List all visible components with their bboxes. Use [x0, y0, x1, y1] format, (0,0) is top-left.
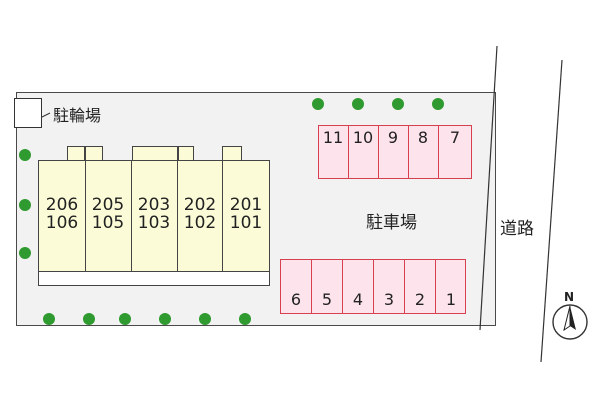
unit-top-201 [222, 146, 242, 162]
unit-203 [131, 160, 178, 272]
north-arrow-icon [552, 304, 588, 340]
unit-top-203 [132, 146, 178, 162]
unit-number: 106 [45, 213, 79, 233]
tree-icon [19, 199, 31, 211]
stall-number: 1 [445, 290, 457, 309]
tree-icon [392, 98, 404, 110]
unit-205 [85, 160, 132, 272]
stall-number: 4 [352, 290, 364, 309]
unit-top-205 [85, 146, 103, 162]
road-label: 道路 [500, 219, 534, 239]
parking-stall [318, 125, 349, 179]
unit-number: 205 [91, 195, 125, 215]
parking-label: 駐車場 [366, 213, 417, 233]
unit-number: 102 [183, 213, 217, 233]
parking-stall [280, 259, 312, 314]
stall-number: 2 [414, 290, 426, 309]
bicycle-parking-box [14, 98, 42, 128]
parking-stall [404, 259, 436, 314]
tree-icon [432, 98, 444, 110]
bicycle-parking-label: 駐輪場 [53, 106, 102, 125]
tree-icon [159, 313, 171, 325]
unit-number: 103 [137, 213, 171, 233]
stall-number: 11 [322, 128, 344, 147]
unit-number: 203 [137, 195, 171, 215]
tree-icon [119, 313, 131, 325]
tree-icon [312, 98, 324, 110]
building-base [38, 270, 270, 286]
unit-top-202 [178, 146, 194, 162]
unit-206 [38, 160, 86, 272]
parking-stall [373, 259, 405, 314]
unit-number: 202 [183, 195, 217, 215]
stall-number: 6 [290, 290, 302, 309]
road-edge-right [540, 59, 563, 363]
tree-icon [199, 313, 211, 325]
stall-number: 5 [321, 290, 333, 309]
tree-icon [43, 313, 55, 325]
tree-icon [19, 149, 31, 161]
unit-top-206 [67, 146, 85, 162]
unit-number: 201 [229, 195, 263, 215]
unit-number: 206 [45, 195, 79, 215]
stall-number: 7 [449, 128, 461, 147]
unit-number: 101 [229, 213, 263, 233]
parking-stall [311, 259, 343, 314]
unit-number: 105 [91, 213, 125, 233]
tree-icon [19, 247, 31, 259]
stall-number: 3 [383, 290, 395, 309]
compass-label: N [564, 290, 575, 304]
parking-stall [438, 125, 472, 179]
stall-number: 9 [387, 128, 399, 147]
tree-icon [352, 98, 364, 110]
tree-icon [239, 313, 251, 325]
road-edge-left [479, 45, 498, 331]
stall-number: 10 [352, 128, 374, 147]
tree-icon [83, 313, 95, 325]
parking-stall [435, 259, 466, 314]
stall-number: 8 [417, 128, 429, 147]
unit-201 [222, 160, 270, 272]
unit-202 [177, 160, 223, 272]
